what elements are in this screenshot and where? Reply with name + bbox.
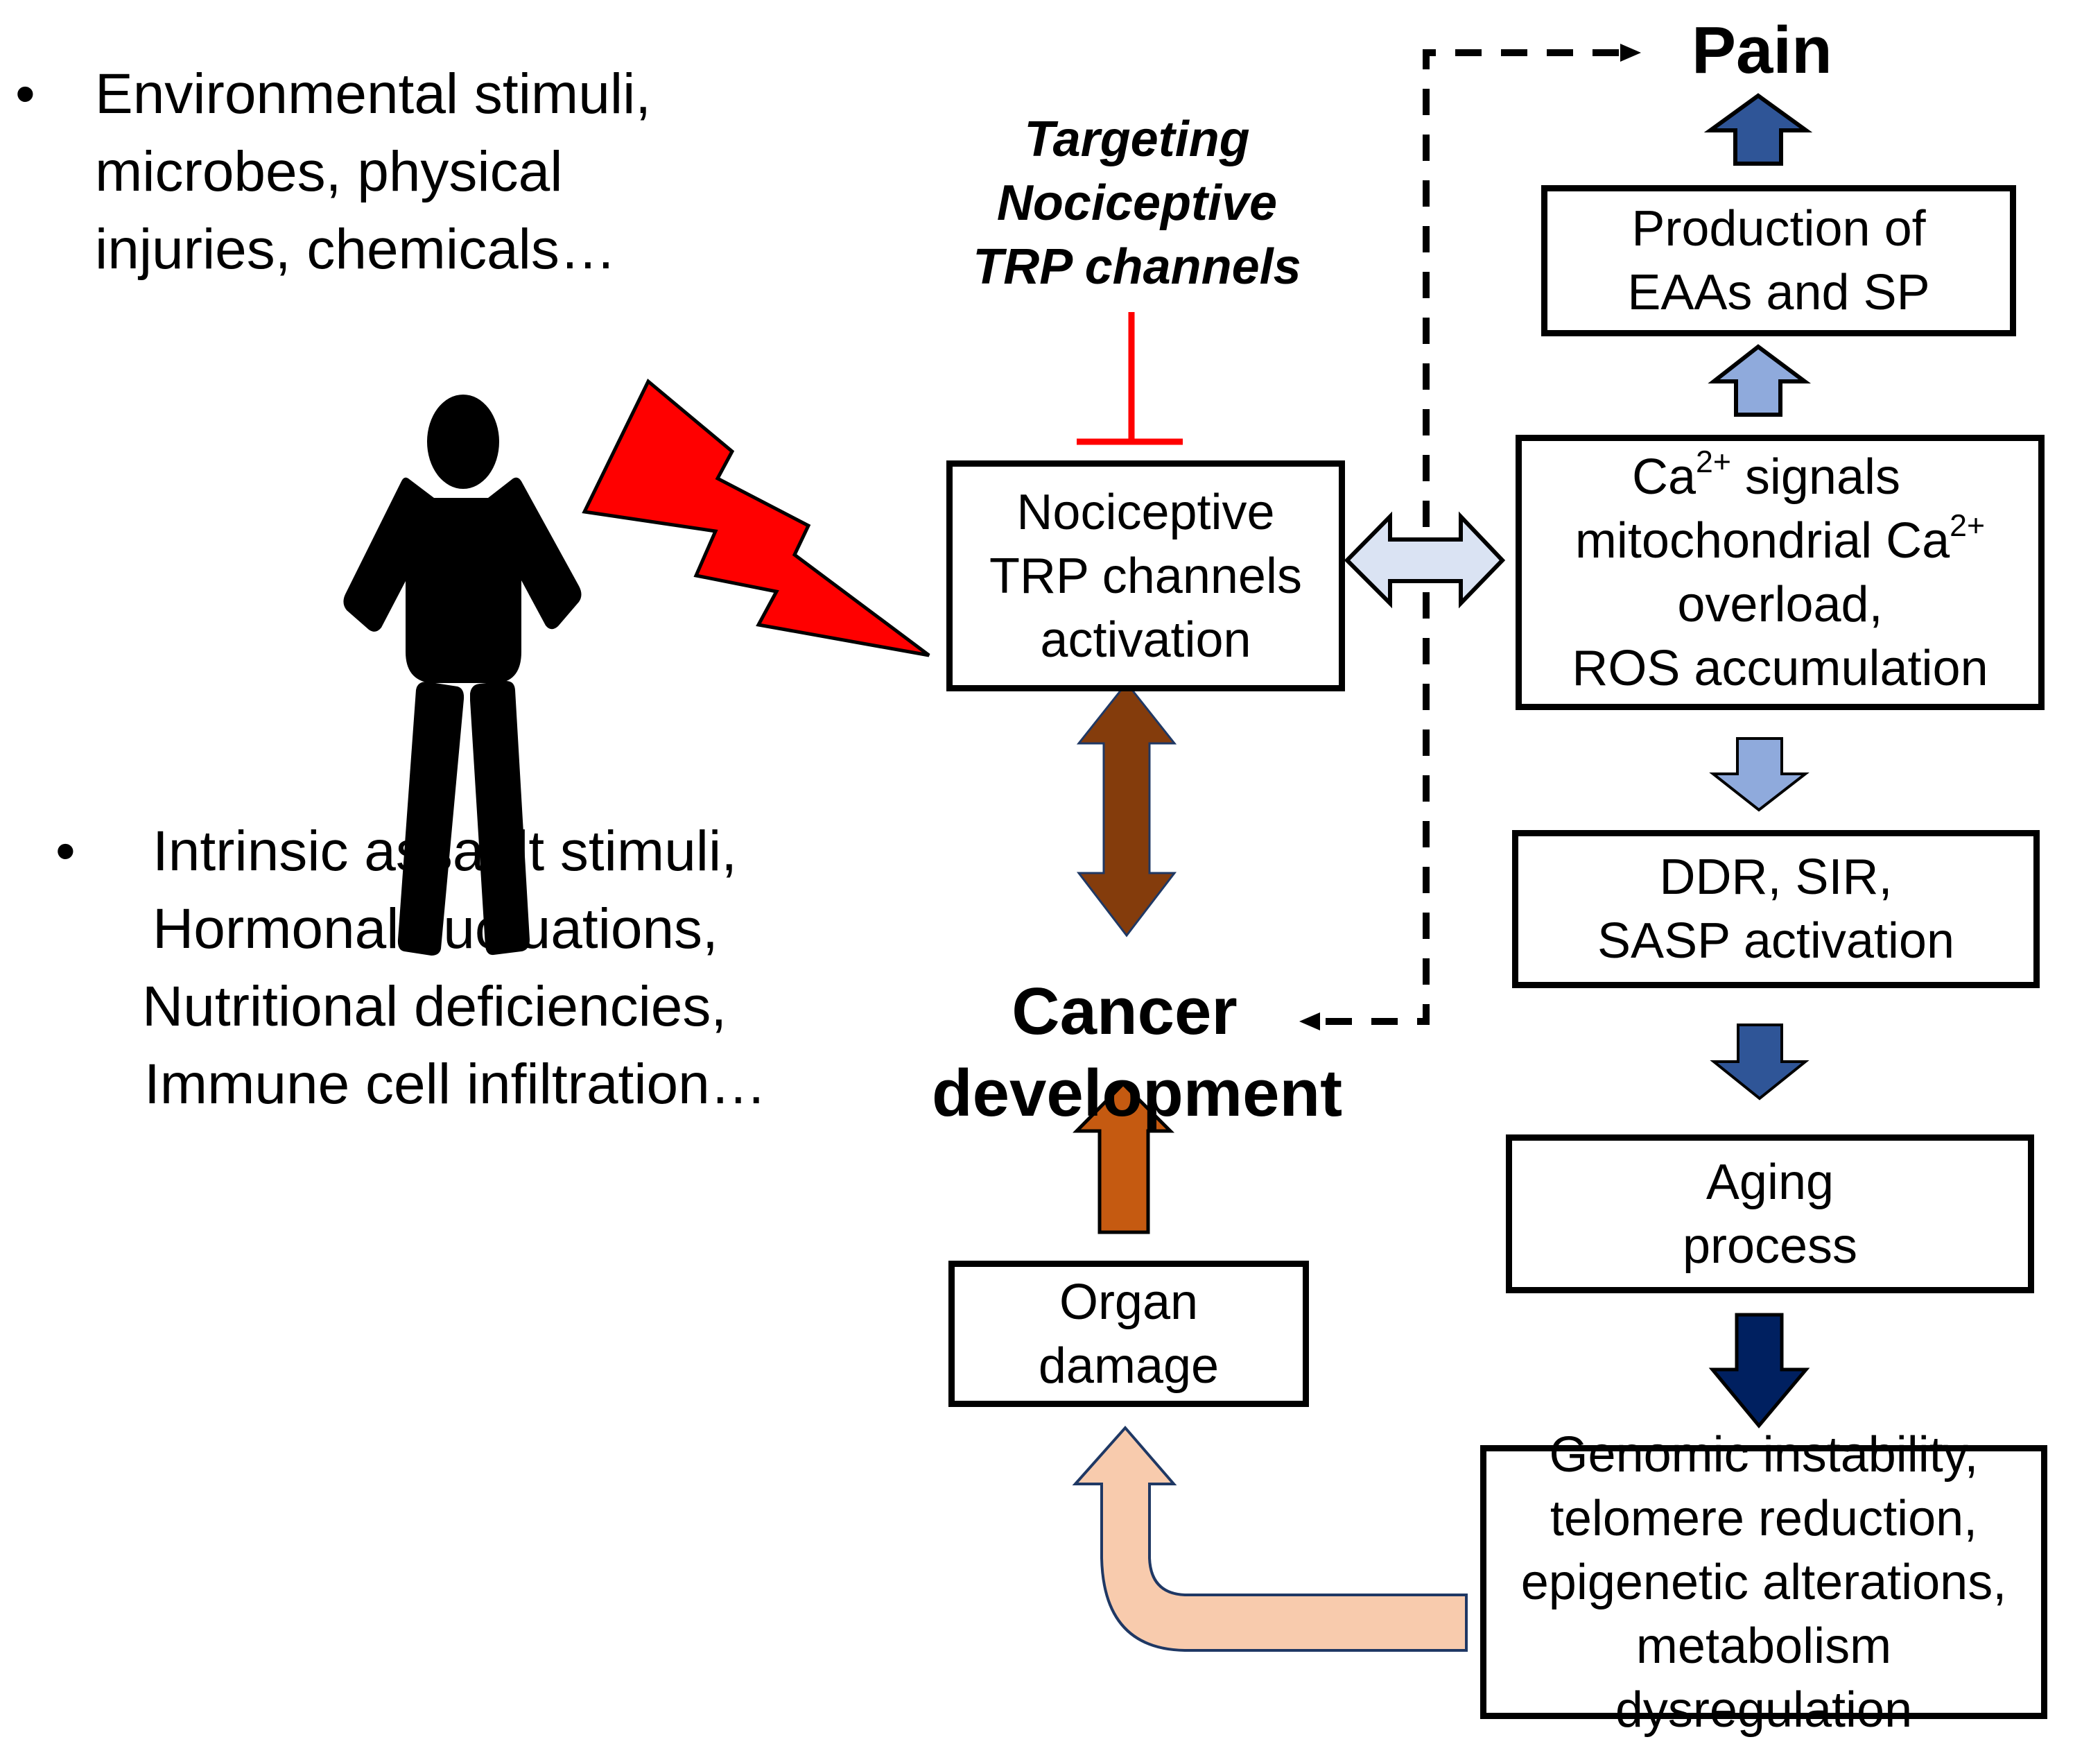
targeting-label-line: TRP channels [973, 239, 1301, 295]
calcium-box-line-1: Ca2+ signals [1572, 445, 1988, 509]
trp-box-line: TRP channels [989, 548, 1302, 604]
aging-process-box: Aging process [1506, 1134, 2034, 1293]
calcium-box-line-4: ROS accumulation [1572, 640, 1988, 696]
ddr-box-line: SASP activation [1597, 913, 1954, 969]
brown-bidirectional-arrow-icon [1076, 681, 1177, 938]
production-up-arrow-icon [1708, 344, 1812, 417]
ddr-down-arrow-icon [1709, 737, 1810, 812]
production-box-line: Production of [1631, 201, 1926, 257]
cancer-development-label: Cancer development [901, 971, 1373, 1134]
lightning-bolt-icon [582, 379, 930, 657]
targeting-label-line: Nociceptive [996, 175, 1278, 231]
ddr-sir-sasp-box: DDR, SIR, SASP activation [1512, 830, 2040, 988]
orange-up-arrow-icon [1073, 1081, 1175, 1234]
targeting-label: Targeting Nociceptive TRP channels [936, 107, 1338, 299]
genomic-box-line: metabolism [1635, 1618, 1892, 1674]
aging-down-arrow-icon [1710, 1024, 1810, 1100]
person-left-leg [397, 682, 465, 956]
organ-damage-box: Organ damage [948, 1261, 1309, 1407]
production-box: Production of EAAs and SP [1541, 185, 2016, 336]
bullet-icon: • [55, 820, 76, 883]
genomic-box-line: epigenetic alterations, [1520, 1554, 2007, 1610]
genomic-box-line: Genomic instability, [1549, 1426, 1979, 1483]
ddr-box-line: DDR, SIR, [1659, 849, 1893, 905]
calcium-text: Ca [1631, 449, 1696, 505]
trp-activation-box: Nociceptive TRP channels activation [946, 460, 1345, 691]
organ-box-line: damage [1038, 1338, 1220, 1394]
intrinsic-stimuli-line: Hormonal fluctuations, [153, 897, 718, 960]
aging-box-line: Aging [1706, 1154, 1834, 1210]
production-box-line: EAAs and SP [1627, 265, 1930, 320]
intrinsic-stimuli-line: Immune cell infiltration… [144, 1053, 767, 1116]
genomic-instability-box: Genomic instability, telomere reduction,… [1480, 1427, 2047, 1738]
calcium-signals-box: Ca2+ signals mitochondrial Ca2+ overload… [1516, 435, 2045, 710]
genomic-box-line: dysregulation [1615, 1682, 1913, 1738]
intrinsic-stimuli-line: Nutritional deficiencies, [142, 975, 727, 1038]
trp-box-line: activation [1040, 612, 1251, 668]
genomic-down-arrow-icon [1708, 1313, 1810, 1428]
person-torso [343, 477, 582, 683]
dashed-arrowhead-to-cancer [1299, 1012, 1320, 1030]
external-stimuli-line: microbes, physical [95, 140, 563, 203]
external-stimuli-line: injuries, chemicals… [95, 218, 616, 281]
person-head [427, 395, 499, 489]
mitochondrial-text: mitochondrial Ca [1574, 512, 1950, 569]
charge-superscript: 2+ [1950, 508, 1986, 543]
curved-up-arrow-icon [1072, 1425, 1468, 1652]
pain-up-arrow-icon [1703, 93, 1813, 166]
organ-box-line: Organ [1059, 1274, 1199, 1330]
inhibition-bar-icon [1077, 312, 1183, 445]
dashed-connector [1321, 49, 1619, 1025]
external-stimuli-text: Environmental stimuli, microbes, physica… [95, 55, 651, 288]
person-icon [343, 395, 582, 956]
targeting-label-line: Targeting [1024, 112, 1250, 167]
charge-superscript: 2+ [1696, 444, 1731, 479]
dashed-arrowhead-to-pain [1620, 44, 1641, 62]
pain-label: Pain [1692, 13, 1832, 87]
signals-text: signals [1730, 449, 1901, 505]
genomic-box-line: telomere reduction, [1550, 1490, 1978, 1546]
calcium-box-line-2: mitochondrial Ca2+ [1572, 509, 1988, 573]
cancer-label-line: development [931, 1056, 1343, 1130]
cancer-label-line: Cancer [1012, 974, 1238, 1048]
external-stimuli-line: Environmental stimuli, [95, 62, 652, 126]
bidirectional-arrow-icon [1344, 511, 1506, 609]
person-right-leg [470, 681, 530, 956]
trp-box-line: Nociceptive [1016, 484, 1275, 540]
aging-box-line: process [1682, 1218, 1858, 1274]
intrinsic-stimuli-text: Intrinsic assault stimuli, Hormonal fluc… [139, 813, 846, 1123]
intrinsic-stimuli-line: Intrinsic assault stimuli, [153, 820, 738, 883]
calcium-box-line-3: overload, [1677, 576, 1883, 632]
bullet-icon: • [15, 62, 35, 126]
